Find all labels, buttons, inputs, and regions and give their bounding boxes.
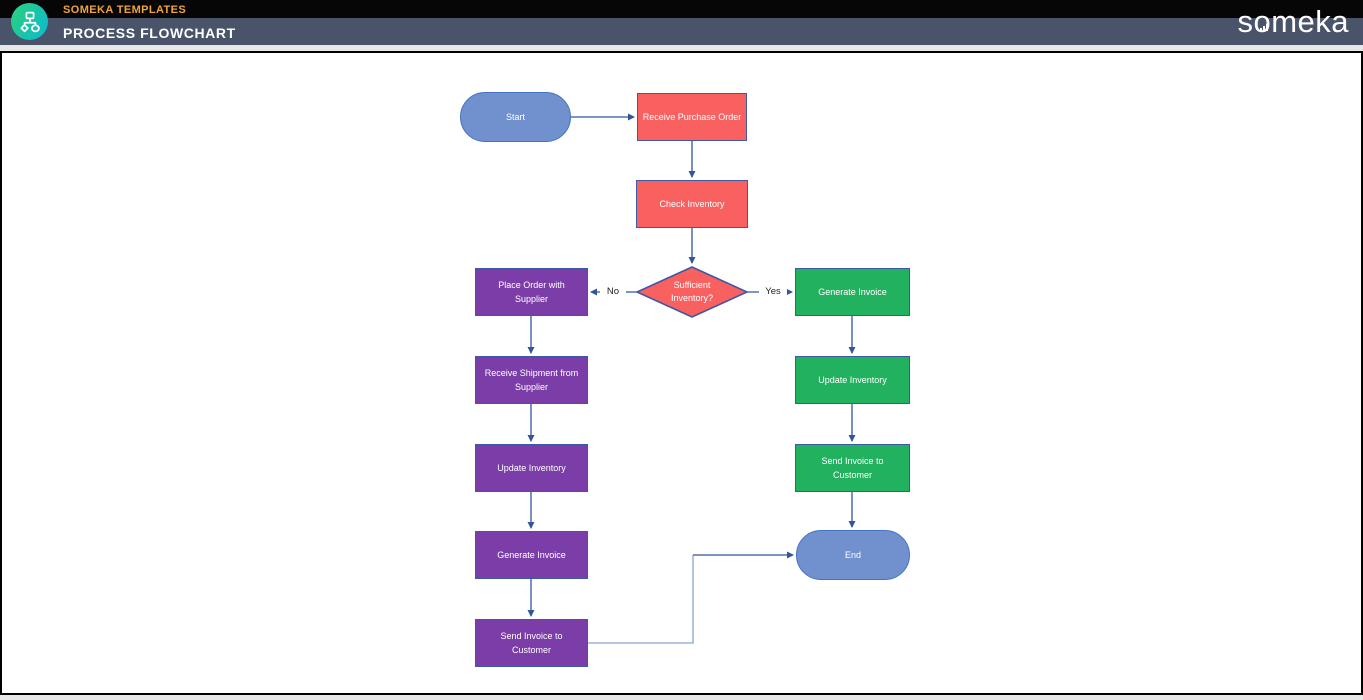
node-check-inventory[interactable]: Check Inventory <box>636 180 748 228</box>
node-start[interactable]: Start <box>460 92 571 142</box>
decision-label: Sufficient Inventory? <box>670 280 714 303</box>
someka-wordmark: someka <box>1237 3 1349 41</box>
node-generate-invoice-supplier[interactable]: Generate Invoice <box>475 531 588 579</box>
node-generate-invoice[interactable]: Generate Invoice <box>795 268 910 316</box>
node-send-invoice-to-customer-supplier[interactable]: Send Invoice to Customer <box>475 619 588 667</box>
edge-label-no: No <box>600 285 626 298</box>
node-place-order-with-supplier[interactable]: Place Order with Supplier <box>475 268 588 316</box>
edge-send-invoice-supplier-to-end-elbow <box>588 555 694 644</box>
node-update-inventory[interactable]: Update Inventory <box>795 356 910 404</box>
edge-label-yes: Yes <box>759 285 787 298</box>
node-send-invoice-to-customer[interactable]: Send Invoice to Customer <box>795 444 910 492</box>
flowchart-canvas <box>0 51 1363 695</box>
brand-label: SOMEKA TEMPLATES <box>63 4 187 16</box>
someka-logo <box>11 3 48 40</box>
page-title: PROCESS FLOWCHART <box>63 25 236 41</box>
header-bar <box>0 18 1363 45</box>
wordmark-chart-icon <box>1258 22 1269 31</box>
flowchart-logo-icon <box>19 11 40 32</box>
node-receive-shipment-from-supplier[interactable]: Receive Shipment from Supplier <box>475 356 588 404</box>
node-receive-purchase-order[interactable]: Receive Purchase Order <box>637 93 747 141</box>
decision-sufficient-inventory[interactable] <box>635 266 749 318</box>
node-update-inventory-supplier[interactable]: Update Inventory <box>475 444 588 492</box>
someka-wordmark-text: someka <box>1237 4 1349 39</box>
header-top-strip <box>0 0 1363 18</box>
node-end[interactable]: End <box>796 530 910 580</box>
